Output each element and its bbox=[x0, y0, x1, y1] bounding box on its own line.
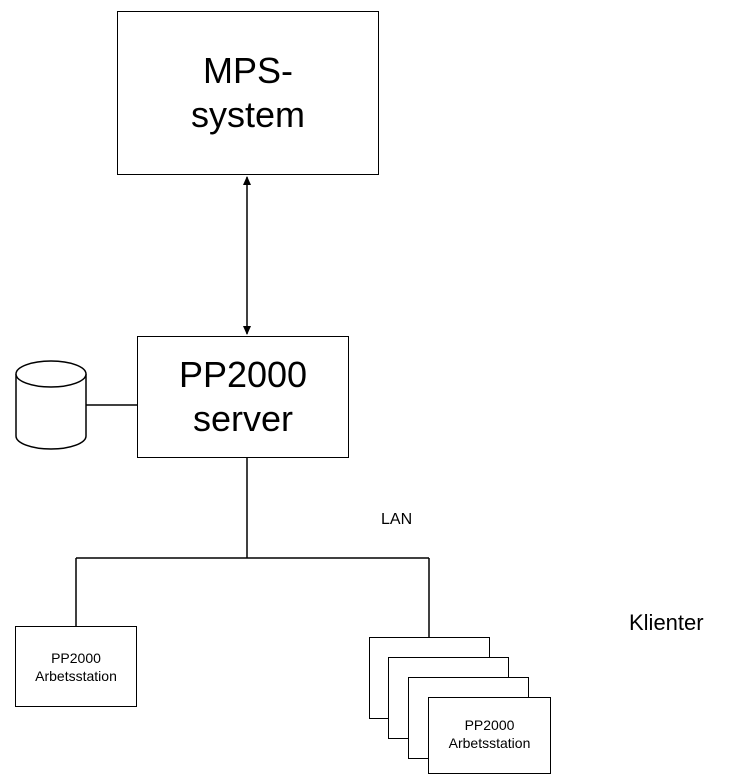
lan-label: LAN bbox=[381, 511, 413, 528]
workstation-stack-line2: Arbetsstation bbox=[448, 735, 531, 751]
mps-system-box: MPS- system bbox=[117, 11, 379, 175]
workstation-left-box: PP2000 Arbetsstation bbox=[15, 626, 137, 707]
workstation-stack-line1: PP2000 bbox=[464, 717, 515, 733]
pp2000-server-box: PP2000 server bbox=[137, 336, 349, 458]
mps-label-line1: MPS- bbox=[203, 50, 293, 91]
workstation-left-line2: Arbetsstation bbox=[35, 667, 117, 684]
server-label-line1: PP2000 bbox=[178, 354, 308, 395]
mps-label-line2: system bbox=[190, 94, 305, 135]
server-label-line2: server bbox=[192, 398, 294, 439]
database-cylinder-icon bbox=[15, 360, 87, 450]
workstation-left-line1: PP2000 bbox=[51, 649, 101, 666]
clients-label: Klienter bbox=[629, 610, 704, 635]
workstation-stack-front-box: PP2000 Arbetsstation bbox=[428, 697, 551, 774]
